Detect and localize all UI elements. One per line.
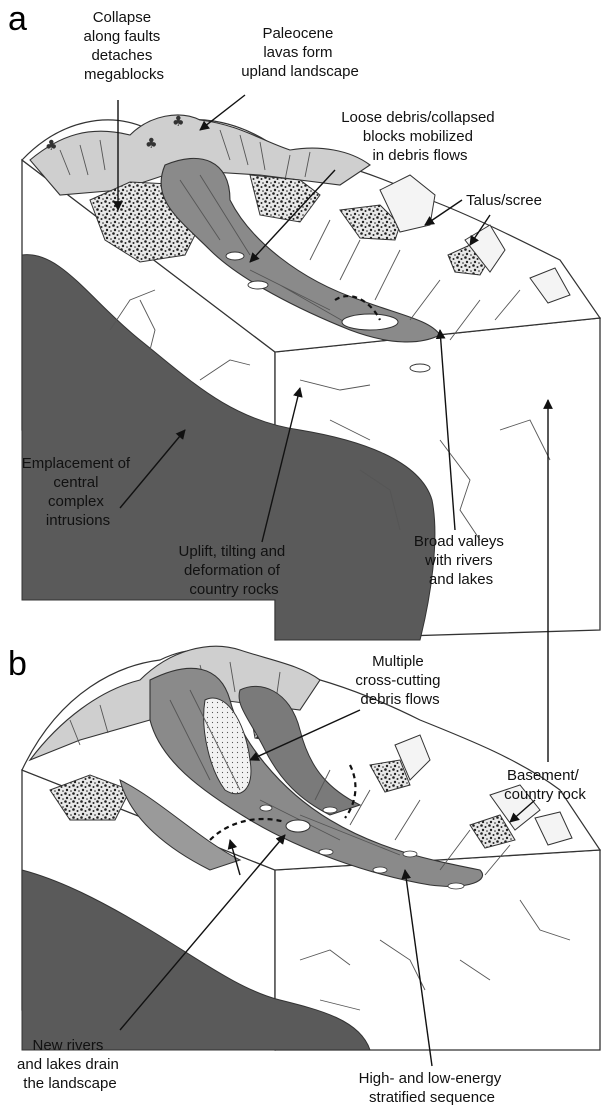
label-multiple: Multiple cross-cutting debris flows [355, 653, 444, 708]
svg-text:♣: ♣ [172, 114, 185, 130]
panel-a-letter: a [8, 0, 27, 38]
svg-text:♣: ♣ [45, 138, 58, 154]
label-loose-debris: Loose debris/collapsed blocks mobilized … [341, 109, 499, 164]
label-new-rivers: New rivers and lakes drain the landscape [17, 1037, 123, 1092]
panel-a: a ♣ ♣ ♣ [8, 0, 600, 640]
svg-text:♣: ♣ [145, 136, 158, 152]
lake-b [286, 820, 310, 832]
label-collapse: Collapse along faults detaches megablock… [84, 9, 165, 83]
label-talus: Talus/scree [466, 192, 542, 209]
panel-b-letter: b [8, 645, 27, 683]
label-high-low: High- and low-energy stratified sequence [359, 1070, 506, 1106]
label-paleocene: Paleocene lavas form upland landscape [241, 25, 359, 80]
label-uplift: Uplift, tilting and deformation of count… [179, 543, 290, 598]
lake-a [342, 314, 398, 330]
